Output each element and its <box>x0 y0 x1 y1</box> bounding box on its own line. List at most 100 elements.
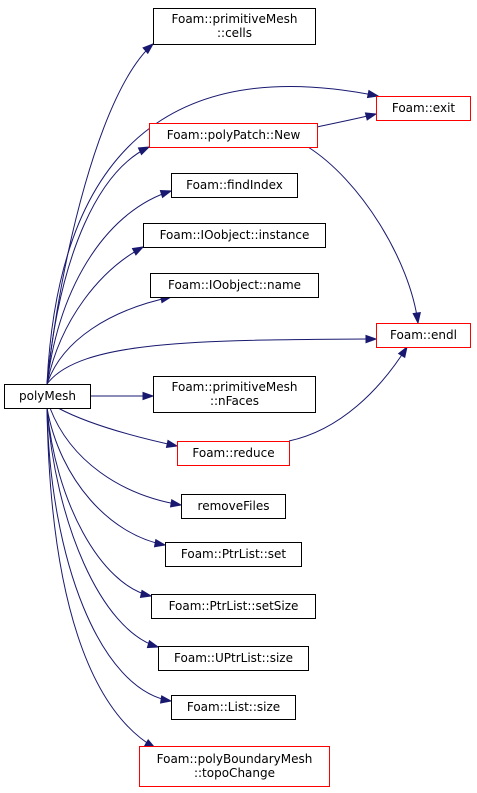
node-label: Foam::List::size <box>187 700 280 714</box>
node-label: Foam::primitiveMesh <box>172 12 298 26</box>
edge-polyPatchNew-to-exit <box>316 112 378 128</box>
edge-line <box>46 407 156 749</box>
edge-polyMesh-to-cells <box>46 43 155 385</box>
edge-polyMesh-to-instance <box>46 246 145 385</box>
node-removeFiles[interactable]: removeFiles <box>181 494 286 519</box>
edge-polyMesh-to-endl <box>46 334 378 385</box>
edge-arrowhead <box>146 639 160 649</box>
edge-line <box>49 407 182 506</box>
edge-arrowhead <box>165 439 179 448</box>
node-label: ::nFaces <box>210 394 259 408</box>
node-label: polyMesh <box>19 389 76 403</box>
node-polyMesh[interactable]: polyMesh <box>4 384 91 409</box>
node-cells[interactable]: Foam::primitiveMesh::cells <box>153 8 316 45</box>
node-label: Foam::PtrList::setSize <box>169 599 299 613</box>
edge-polyMesh-to-ptrSet <box>46 407 167 548</box>
edge-line <box>46 190 172 385</box>
edge-arrowhead <box>412 312 421 325</box>
node-label: Foam::reduce <box>192 446 274 460</box>
node-polyPatchNew[interactable]: Foam::polyPatch::New <box>149 123 318 148</box>
edge-arrowhead <box>131 246 145 256</box>
node-box[interactable] <box>4 384 91 409</box>
node-label: ::cells <box>217 26 252 40</box>
edge-line <box>46 296 172 385</box>
edge-line <box>46 407 166 546</box>
edge-arrowhead <box>142 391 155 401</box>
edge-line <box>46 246 144 385</box>
node-box[interactable] <box>153 376 316 413</box>
node-box[interactable] <box>158 646 309 671</box>
node-findIndex[interactable]: Foam::findIndex <box>171 173 298 198</box>
edge-polyMesh-to-name <box>46 294 173 385</box>
edge-arrowhead <box>169 499 183 508</box>
node-ptrSetSize[interactable]: Foam::PtrList::setSize <box>151 594 316 619</box>
node-label: Foam::findIndex <box>186 178 283 192</box>
edge-polyMesh-to-nFaces <box>90 391 155 401</box>
node-label: Foam::PtrList::set <box>181 547 287 561</box>
node-label: Foam::exit <box>392 101 456 115</box>
node-box[interactable] <box>143 223 326 248</box>
edge-arrowhead <box>397 345 408 359</box>
edge-polyMesh-to-uptrSize <box>46 407 160 649</box>
edge-line <box>46 407 152 597</box>
node-name[interactable]: Foam::IOobject::name <box>150 273 319 298</box>
node-box[interactable] <box>151 594 316 619</box>
node-box[interactable] <box>139 746 330 787</box>
edge-arrowhead <box>364 112 378 121</box>
node-label: Foam::primitiveMesh <box>172 380 298 394</box>
edge-arrowhead <box>153 538 167 548</box>
nodes-layer: polyMeshFoam::primitiveMesh::cellsFoam::… <box>4 8 471 787</box>
edge-line <box>46 146 150 385</box>
node-exit[interactable]: Foam::exit <box>376 96 471 121</box>
node-box[interactable] <box>165 542 302 567</box>
node-box[interactable] <box>153 8 316 45</box>
node-box[interactable] <box>177 441 290 466</box>
node-label: Foam::polyPatch::New <box>167 128 301 142</box>
edge-line <box>46 407 172 702</box>
node-label: ::topoChange <box>194 766 275 780</box>
node-label: Foam::UPtrList::size <box>174 651 293 665</box>
edge-line <box>307 146 419 324</box>
node-box[interactable] <box>171 173 298 198</box>
node-label: Foam::polyBoundaryMesh <box>157 752 313 766</box>
node-label: Foam::IOobject::name <box>168 278 301 292</box>
edge-polyMesh-to-ptrSetSize <box>46 407 153 599</box>
node-ptrSet[interactable]: Foam::PtrList::set <box>165 542 302 567</box>
edge-arrowhead <box>139 589 153 599</box>
edge-polyPatchNew-to-endl <box>307 146 421 325</box>
edge-arrowhead <box>159 190 173 199</box>
edge-polyMesh-to-listSize <box>46 407 173 704</box>
node-box[interactable] <box>376 323 471 348</box>
node-nFaces[interactable]: Foam::primitiveMesh::nFaces <box>153 376 316 413</box>
node-instance[interactable]: Foam::IOobject::instance <box>143 223 326 248</box>
node-box[interactable] <box>376 96 471 121</box>
node-box[interactable] <box>171 695 296 720</box>
node-topoChange[interactable]: Foam::polyBoundaryMesh::topoChange <box>139 746 330 787</box>
edge-polyMesh-to-findIndex <box>46 190 173 385</box>
node-label: removeFiles <box>198 499 270 513</box>
node-box[interactable] <box>150 273 319 298</box>
edge-line <box>46 43 154 385</box>
node-uptrSize[interactable]: Foam::UPtrList::size <box>158 646 309 671</box>
node-label: Foam::IOobject::instance <box>160 228 310 242</box>
node-reduce[interactable]: Foam::reduce <box>177 441 290 466</box>
edge-arrowhead <box>137 146 151 156</box>
node-endl[interactable]: Foam::endl <box>376 323 471 348</box>
node-label: Foam::endl <box>390 328 457 342</box>
edge-line <box>46 407 159 648</box>
edge-arrowhead <box>365 334 378 344</box>
edge-arrowhead <box>366 89 380 99</box>
edge-line <box>46 338 377 385</box>
edge-polyMesh-to-removeFiles <box>49 407 183 508</box>
edge-reduce-to-endl <box>288 345 408 442</box>
node-box[interactable] <box>149 123 318 148</box>
node-box[interactable] <box>181 494 286 519</box>
edge-arrowhead <box>142 43 155 55</box>
edge-polyMesh-to-reduce <box>57 407 179 448</box>
edge-polyMesh-to-polyPatchNew <box>46 146 151 385</box>
node-listSize[interactable]: Foam::List::size <box>171 695 296 720</box>
edge-arrowhead <box>159 695 173 704</box>
edge-line <box>57 407 178 447</box>
edges-layer <box>46 43 421 749</box>
